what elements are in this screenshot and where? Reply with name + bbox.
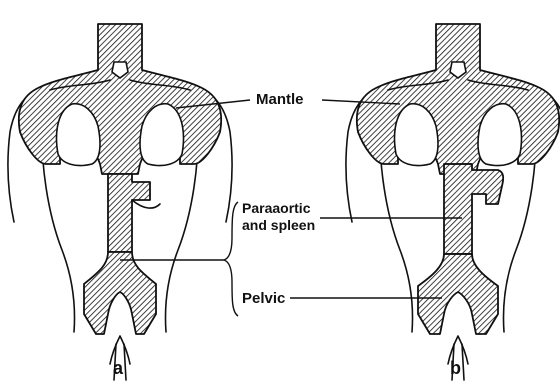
pelvic-label: Pelvic [242, 290, 285, 307]
paraaortic-label-line1: Paraaortic [242, 200, 311, 216]
panel-label-a: a [113, 358, 124, 378]
figure-panel-a [8, 24, 232, 380]
panel-label-b: b [450, 358, 461, 378]
mantle-label: Mantle [256, 91, 304, 108]
paraaortic-label-line2: and spleen [242, 217, 315, 233]
figure-panel-b [346, 24, 560, 380]
